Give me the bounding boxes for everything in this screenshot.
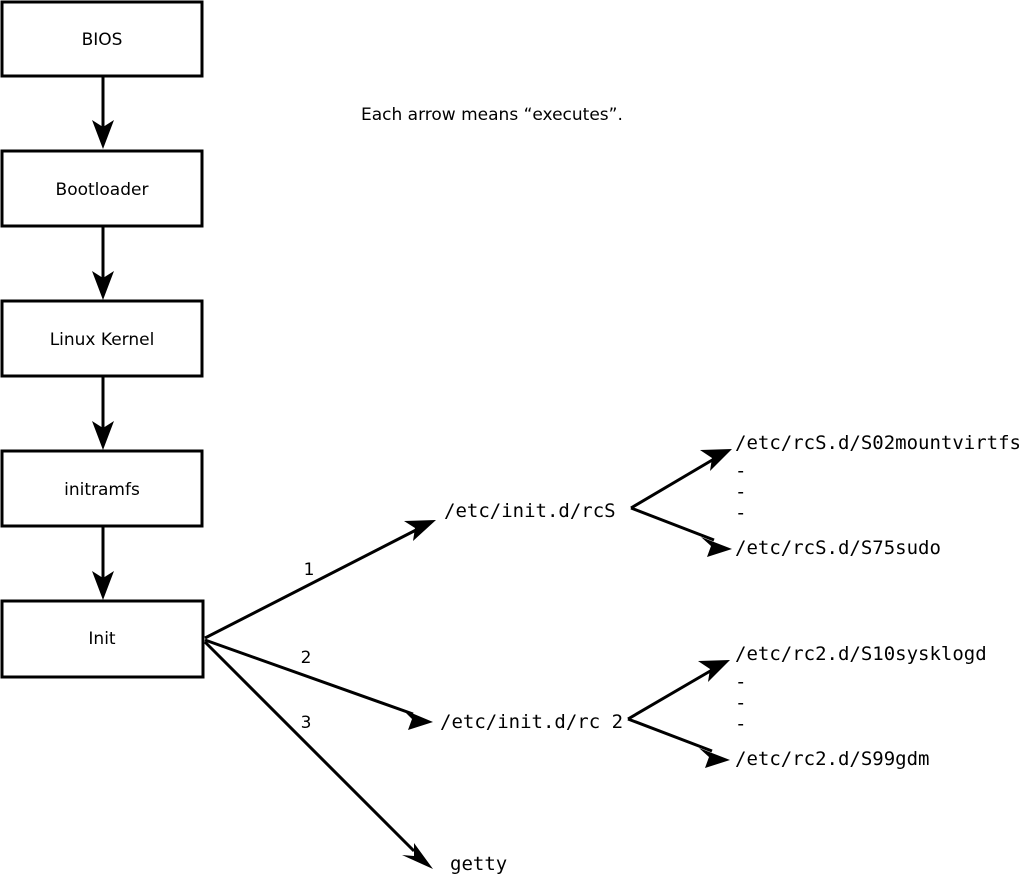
- arrow-head: [92, 421, 114, 450]
- arrow-shaft: [627, 668, 713, 721]
- arrow-shaft: [630, 457, 715, 510]
- node-bootloader[interactable]: Bootloader: [0, 149, 204, 228]
- rc2-ellipsis-dot-3: -: [735, 713, 746, 735]
- arrow-head: [698, 660, 730, 682]
- arrow-shaft: [627, 717, 713, 753]
- arrow-shaft: [204, 638, 414, 716]
- arrow-shaft: [204, 527, 419, 640]
- rcs-first-script-label[interactable]: /etc/rcS.d/S02mountvirtfs: [735, 432, 1021, 454]
- getty-label[interactable]: getty: [450, 853, 507, 875]
- rcs-parent-label[interactable]: /etc/init.d/rcS: [444, 500, 616, 522]
- diagram-caption: Each arrow means “executes”.: [361, 105, 623, 125]
- rc2-ellipsis-dot-2: -: [735, 692, 746, 714]
- arrow-init-to-rc2: [204, 638, 433, 730]
- bootloader-label: Bootloader: [56, 180, 149, 200]
- node-bios[interactable]: BIOS: [0, 0, 204, 78]
- arrow-head: [701, 537, 732, 557]
- arrow-rcs-to-last-script: [630, 506, 732, 557]
- arrow-rc2-to-first-script: [627, 660, 730, 721]
- bios-label: BIOS: [82, 30, 123, 50]
- arrow-head: [700, 449, 732, 471]
- initramfs-label: initramfs: [64, 480, 140, 500]
- branch-number-2: 2: [301, 648, 312, 668]
- arrow-init-to-getty: [203, 640, 433, 869]
- arrow-initramfs-to-init: [92, 526, 114, 600]
- arrow-head: [92, 120, 114, 149]
- bootloader-box[interactable]: [0, 149, 204, 228]
- arrow-rc2-to-last-script: [627, 717, 730, 768]
- rc2-last-script-label[interactable]: /etc/rc2.d/S99gdm: [735, 748, 929, 770]
- arrow-init-to-rcs: [204, 520, 436, 640]
- rc2-parent-label[interactable]: /etc/init.d/rc 2: [440, 711, 623, 733]
- arrow-shaft: [630, 506, 715, 542]
- arrow-bootloader-to-kernel: [92, 226, 114, 300]
- arrow-head: [699, 748, 730, 768]
- init-box[interactable]: [0, 599, 205, 679]
- arrow-head: [402, 843, 433, 869]
- rcs-ellipsis-dot-2: -: [735, 481, 746, 503]
- rcs-ellipsis-dot-1: -: [735, 460, 746, 482]
- node-initramfs[interactable]: initramfs: [0, 449, 204, 528]
- rcs-last-script-label[interactable]: /etc/rcS.d/S75sudo: [735, 537, 941, 559]
- rc2-first-script-label[interactable]: /etc/rc2.d/S10sysklogd: [735, 643, 987, 665]
- node-init[interactable]: Init: [0, 599, 205, 679]
- node-linux-kernel[interactable]: Linux Kernel: [0, 299, 204, 378]
- arrow-head: [92, 571, 114, 600]
- arrow-bios-to-bootloader: [92, 76, 114, 149]
- branch-number-3: 3: [301, 713, 312, 733]
- arrow-kernel-to-initramfs: [92, 376, 114, 450]
- arrow-head: [92, 271, 114, 300]
- linux-kernel-label: Linux Kernel: [50, 330, 155, 350]
- rc2-ellipsis-dot-1: -: [735, 671, 746, 693]
- init-label: Init: [88, 629, 116, 649]
- arrow-shaft: [203, 640, 416, 853]
- arrow-rcs-to-first-script: [630, 449, 732, 510]
- bios-box[interactable]: [0, 0, 204, 78]
- rcs-ellipsis-dot-3: -: [735, 502, 746, 524]
- branch-number-1: 1: [304, 560, 315, 580]
- arrow-head: [402, 709, 433, 730]
- arrow-head: [404, 520, 436, 541]
- linux-kernel-box[interactable]: [0, 299, 204, 378]
